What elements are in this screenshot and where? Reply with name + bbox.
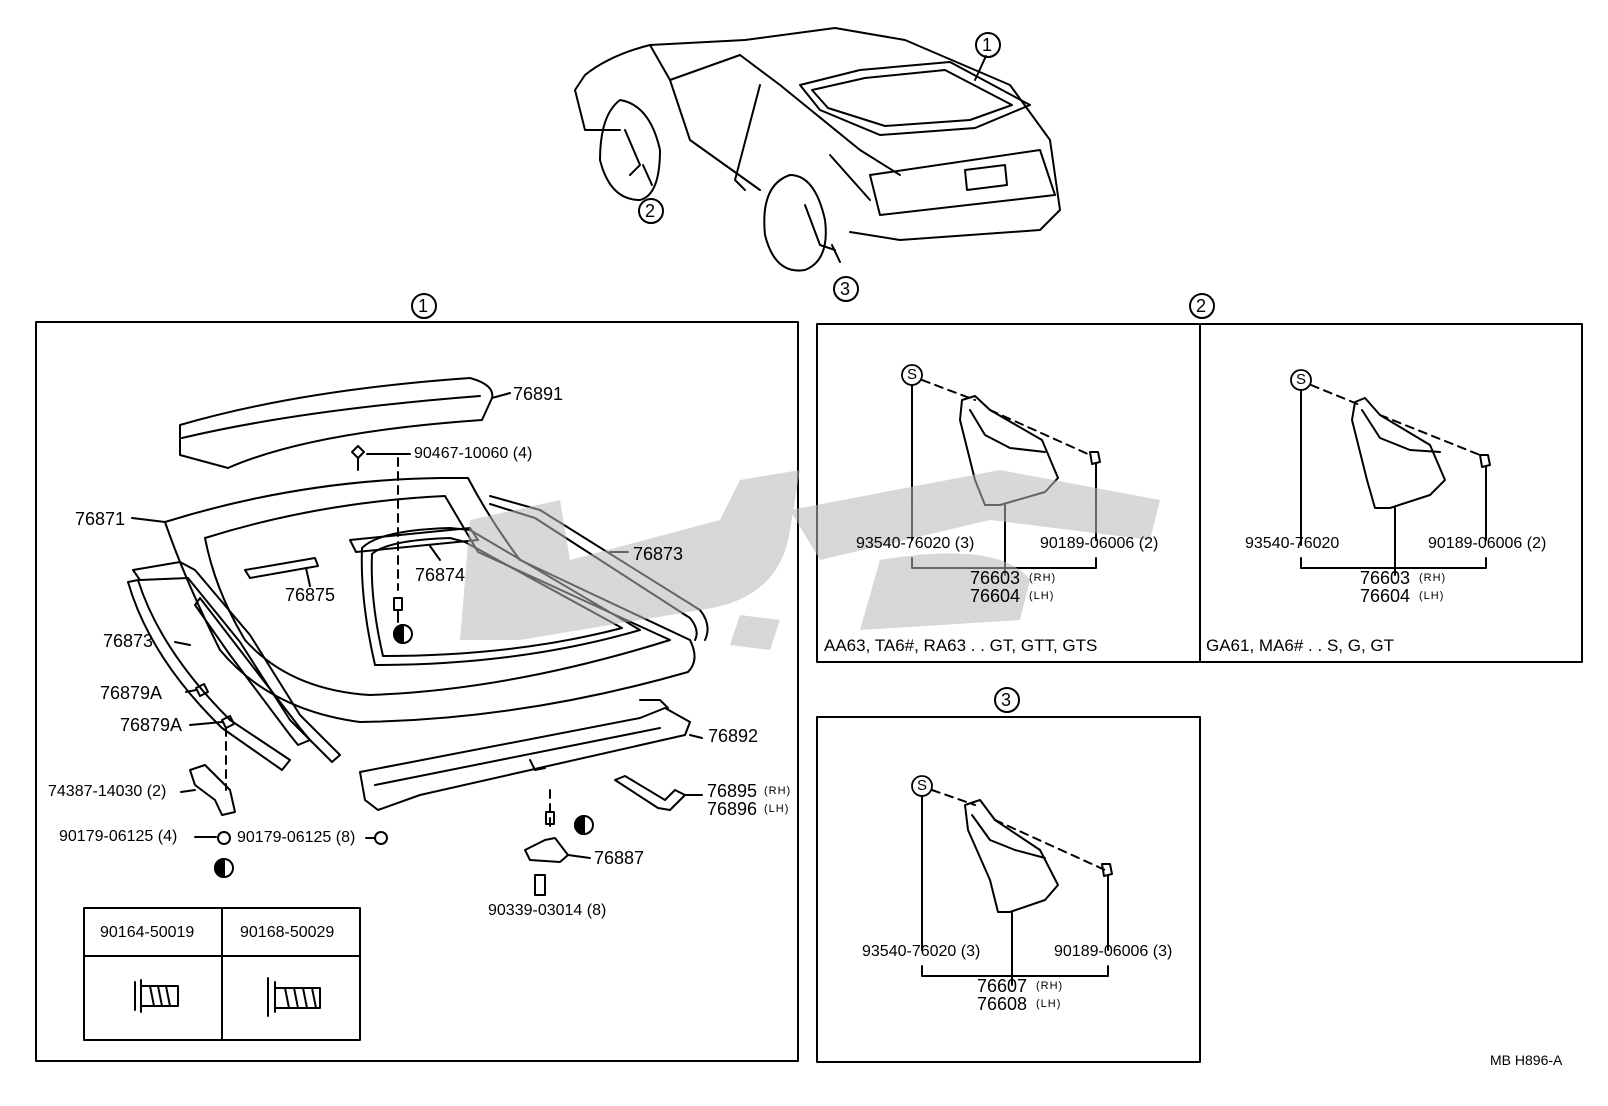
part-76895: 76895 — [707, 781, 758, 801]
part-76895-side: (RH) — [764, 785, 792, 797]
part-76871: 76871 — [75, 509, 126, 529]
p3-part-93540: 93540-76020 (3) — [862, 943, 981, 960]
p2b-part-90189: 90189-06006 (2) — [1428, 535, 1547, 552]
part-76887: 76887 — [594, 848, 645, 868]
callout-1-panel-circle — [411, 293, 437, 319]
bolt-table-col1: 90164-50019 — [100, 924, 195, 941]
part-76892: 76892 — [708, 726, 759, 746]
part-76874: 76874 — [415, 565, 466, 585]
callout-1-panel: 1 — [418, 296, 429, 316]
frame-76871 — [164, 477, 696, 723]
p2a-part-76604: 76604 — [970, 586, 1021, 606]
car-overview-illustration — [574, 27, 1061, 272]
mudguard-76603 — [959, 395, 1059, 506]
part-90179-06125-b: 90179-06125 (8) — [237, 829, 356, 846]
p2a-model-codes: AA63, TA6#, RA63 . . GT, GTT, GTS — [824, 636, 1098, 655]
p2a-part-76603: 76603 — [970, 568, 1021, 588]
p2b-part-76604: 76604 — [1360, 586, 1411, 606]
weatherstrip-76873-right — [489, 495, 709, 641]
p2b-model-codes: GA61, MA6# . . S, G, GT — [1206, 636, 1395, 655]
s-marker-panel2b: S — [1296, 371, 1307, 388]
p2b-part-76603-side: (RH) — [1419, 572, 1447, 584]
part-76879a-1: 76879A — [100, 683, 163, 703]
spoiler-76891 — [179, 377, 494, 469]
part-76875: 76875 — [285, 585, 336, 605]
s-marker-panel3: S — [917, 777, 928, 794]
drawing-code: MB H896-A — [1490, 1052, 1563, 1068]
callout-1-top: 1 — [982, 35, 993, 55]
p3-part-76607-side: (RH) — [1036, 980, 1064, 992]
callout-2-top: 2 — [645, 201, 656, 221]
callout-3-top: 3 — [840, 279, 851, 299]
callout-2-panel: 2 — [1196, 296, 1207, 316]
p2b-part-76604-side: (LH) — [1419, 590, 1445, 602]
part-74387-14030: 74387-14030 (2) — [48, 783, 167, 800]
part-76891: 76891 — [513, 384, 564, 404]
s-marker-panel2a: S — [907, 366, 918, 383]
callout-2-panel-circle — [1189, 293, 1215, 319]
panel-1-frame — [35, 321, 799, 1062]
p3-part-76608: 76608 — [977, 994, 1028, 1014]
part-76873-right: 76873 — [633, 544, 684, 564]
callout-2-top-circle — [638, 198, 664, 224]
mudguard-76607 — [964, 799, 1059, 913]
callout-3-panel: 3 — [1001, 690, 1012, 710]
p2b-part-93540: 93540-76020 — [1245, 535, 1340, 552]
p3-part-76607: 76607 — [977, 976, 1028, 996]
p3-part-76608-side: (LH) — [1036, 998, 1062, 1010]
part-90179-06125-a: 90179-06125 (4) — [59, 828, 178, 845]
part-76873-left: 76873 — [103, 631, 154, 651]
part-76879a-2: 76879A — [120, 715, 183, 735]
p2a-part-93540: 93540-76020 (3) — [856, 535, 975, 552]
part-76896: 76896 — [707, 799, 758, 819]
callout-3-top-circle — [833, 276, 859, 302]
bolt-table-col2: 90168-50029 — [240, 924, 335, 941]
part-76896-side: (LH) — [764, 803, 790, 815]
callout-1-top-circle — [975, 32, 1001, 58]
part-90467-10060: 90467-10060 (4) — [414, 445, 533, 462]
panel-3-frame — [816, 716, 1201, 1063]
bracket-76892 — [359, 707, 691, 811]
mudguard-76603-b — [1351, 397, 1446, 509]
part-90339-03014: 90339-03014 (8) — [488, 902, 607, 919]
p2a-part-76603-side: (RH) — [1029, 572, 1057, 584]
callout-3-panel-circle — [994, 687, 1020, 713]
p2a-part-90189: 90189-06006 (2) — [1040, 535, 1159, 552]
p2a-part-76604-side: (LH) — [1029, 590, 1055, 602]
p2b-part-76603: 76603 — [1360, 568, 1411, 588]
weatherstrip-76873-left — [132, 561, 341, 763]
p3-part-90189: 90189-06006 (3) — [1054, 943, 1173, 960]
